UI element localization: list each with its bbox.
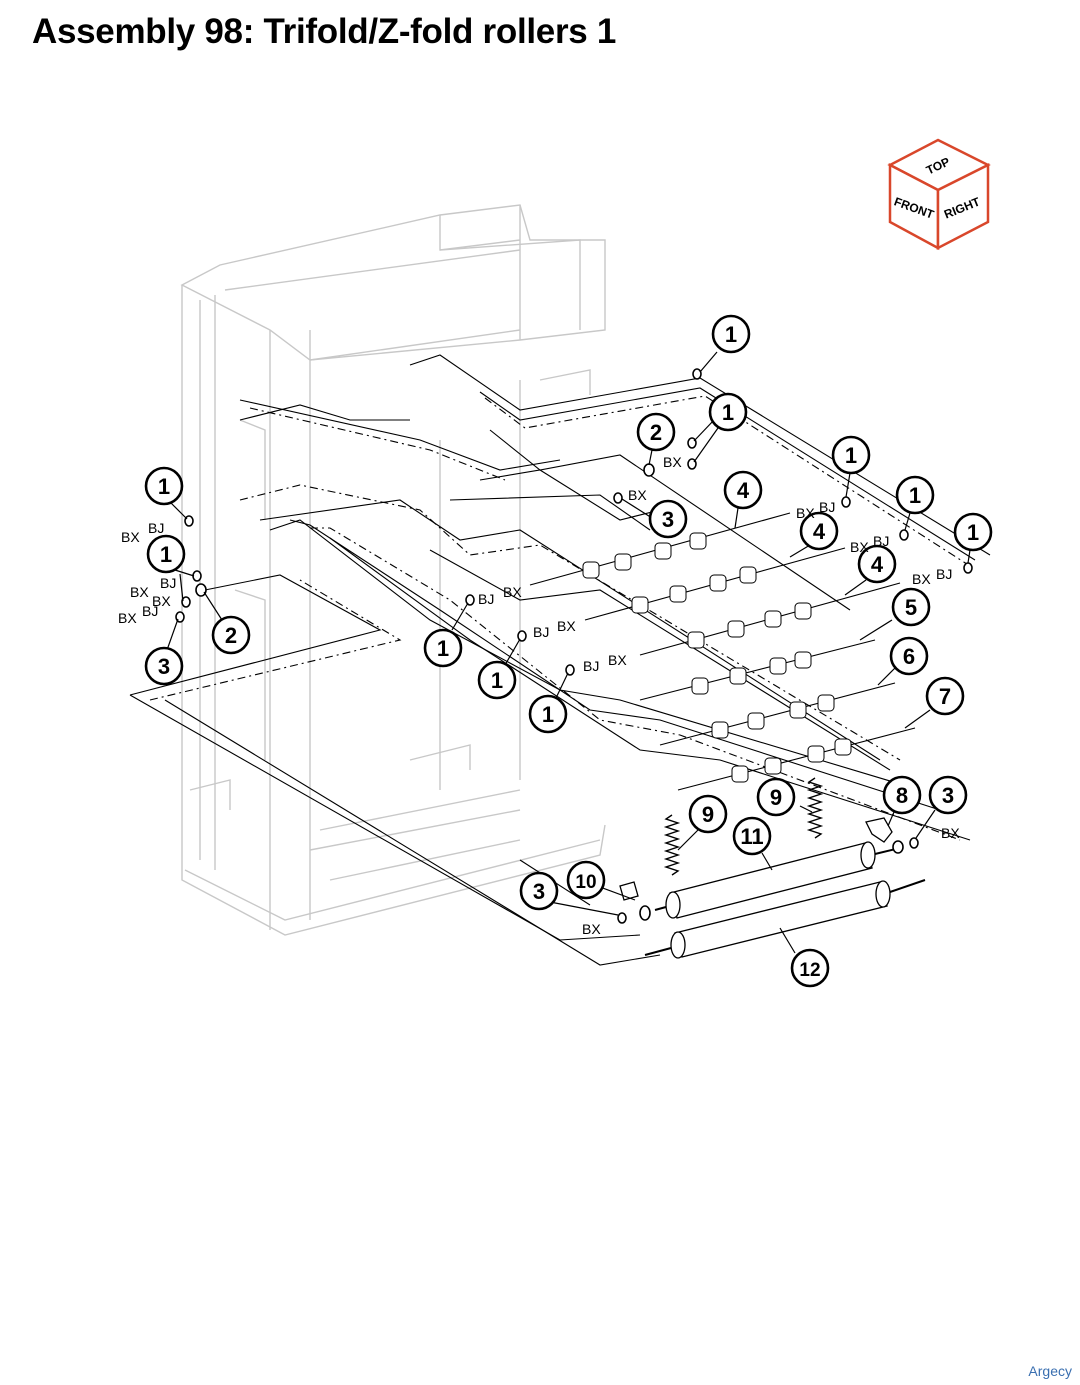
callout-bubble: 1 [423,628,463,668]
callout-bubble: 1 [528,694,568,734]
orientation-cube: TOP FRONT RIGHT [887,138,991,251]
code-label: BX [503,584,522,600]
callout-bubble: 2 [211,615,251,655]
callout-bubble: 12 [790,948,830,988]
callout-number: 4 [871,552,884,577]
machine-frame [180,204,606,936]
callout-bubble: 3 [144,646,184,686]
roller-shafts [529,512,916,791]
callout-bubble: 4 [723,470,763,510]
callout-number: 7 [939,684,951,709]
springs [663,777,824,876]
code-label: BX [557,618,576,634]
callout-bubble: 1 [146,534,186,574]
callout-bubble: 5 [891,587,931,627]
code-label: BJ [873,533,889,549]
callout-bubble: 3 [648,499,688,539]
callout-bubble: 1 [477,660,517,700]
code-label: BJ [936,566,952,582]
callout-bubble: 1 [711,314,751,354]
callout-bubble: 2 [636,412,676,452]
callout-number: 1 [845,443,857,468]
code-label: BX [130,584,149,600]
callout-bubble: 6 [889,636,929,676]
hardware-code-labels: BX BJ BX BJ BX BJ BX BJ BX BX BJ BX BX B… [118,454,960,937]
code-label: BX [121,529,140,545]
callout-number: 10 [575,872,596,893]
callout-number: 2 [225,623,237,648]
large-rollers [644,841,926,959]
code-label: BJ [583,658,599,674]
code-label: BX [118,610,137,626]
callout-number: 3 [662,507,674,532]
callout-number: 3 [533,879,545,904]
callout-group: 1 1 2 1 1 1 4 3 1 1 2 4 3 1 4 1 5 1 6 7 … [144,314,993,988]
callout-number: 11 [740,824,763,849]
callout-number: 1 [491,668,503,693]
code-label: BJ [148,520,164,536]
code-label: BX [608,652,627,668]
code-label: BX [582,921,601,937]
code-label: BJ [533,624,549,640]
assembly-outlines [129,354,991,966]
leader-lines [166,351,971,954]
callout-bubble: 1 [708,392,748,432]
callout-bubble: 11 [732,816,772,856]
callout-number: 1 [437,636,449,661]
code-label: BJ [819,499,835,515]
callout-bubble: 1 [831,435,871,475]
callout-number: 8 [896,783,908,808]
code-label: BX [663,454,682,470]
code-label: BJ [478,591,494,607]
code-label: BJ [142,603,158,619]
callout-number: 9 [702,802,714,827]
code-label: BX [850,539,869,555]
callout-number: 9 [770,785,782,810]
callout-number: 1 [160,542,172,567]
callout-number: 1 [909,483,921,508]
callout-number: 4 [813,519,826,544]
callout-number: 1 [967,520,979,545]
callout-number: 3 [942,783,954,808]
code-label: BX [796,505,815,521]
callout-bubble: 1 [895,475,935,515]
callout-bubble: 3 [519,871,559,911]
code-label: BJ [160,575,176,591]
callout-number: 6 [903,644,915,669]
callout-number: 2 [650,420,662,445]
code-label: BX [912,571,931,587]
callout-number: 1 [158,474,170,499]
callout-number: 1 [725,322,737,347]
callout-bubble: 4 [857,544,897,584]
code-label: BX [628,487,647,503]
code-label: BX [152,593,171,609]
watermark: Argecy [1028,1363,1072,1379]
callout-bubble: 9 [756,777,796,817]
callout-bubble: 9 [688,794,728,834]
callout-number: 4 [737,478,750,503]
small-parts [175,368,973,924]
callout-number: 1 [542,702,554,727]
callout-bubble: 4 [799,511,839,551]
callout-bubble: 7 [925,676,965,716]
callout-bubble: 8 [882,775,922,815]
page-title: Assembly 98: Trifold/Z-fold rollers 1 [32,12,617,51]
callout-bubble: 1 [953,512,993,552]
code-label: BX [941,825,960,841]
callout-bubble: 1 [144,466,184,506]
callout-number: 1 [722,400,734,425]
callout-number: 12 [799,960,820,981]
callout-bubble: 10 [566,860,606,900]
callout-bubble: 3 [928,775,968,815]
callout-number: 5 [905,595,917,620]
callout-number: 3 [158,654,170,679]
